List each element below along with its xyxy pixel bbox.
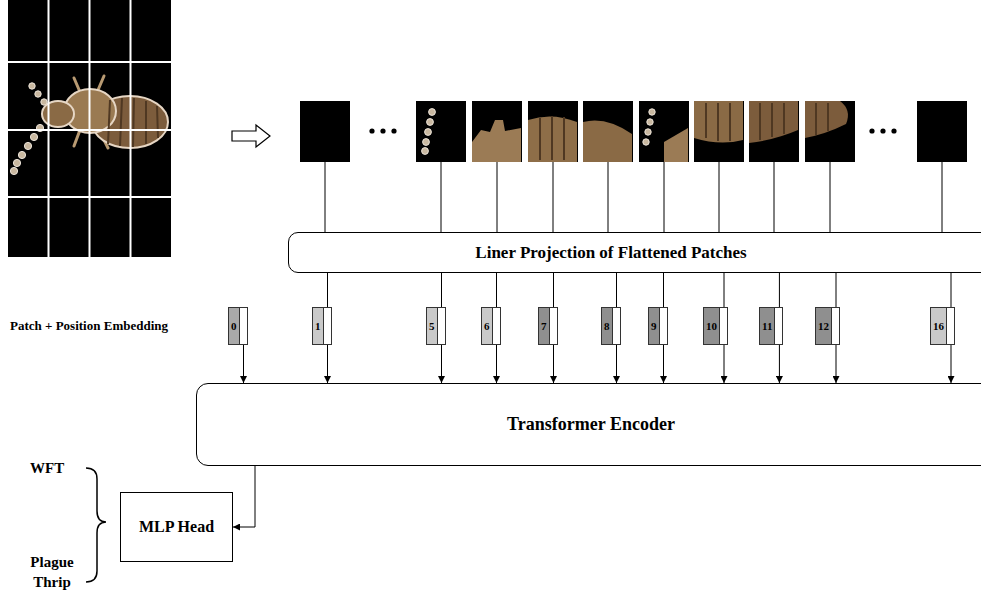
class-label: WFT (30, 459, 64, 479)
connector-line (243, 345, 244, 383)
encoder-box: Transformer Encoder (196, 383, 981, 466)
patch-part (775, 307, 783, 345)
connector-line (616, 345, 617, 383)
position-part: 7 (538, 307, 550, 345)
connector-line (951, 273, 952, 307)
patch-part (613, 307, 621, 345)
connector-line (724, 345, 725, 383)
connector-line (663, 273, 664, 307)
token-number: 6 (484, 320, 490, 332)
embedding-token: 16 (930, 307, 955, 345)
connector-line (836, 345, 837, 383)
patch-part (438, 307, 446, 345)
connector-line (663, 345, 664, 383)
token-number: 16 (933, 320, 944, 332)
connector-line (616, 273, 617, 307)
connector-line (779, 345, 780, 383)
patch-content (422, 101, 848, 162)
connector-line (496, 345, 497, 383)
position-part: 10 (703, 307, 720, 345)
embedding-token: 1 (312, 307, 332, 345)
embedding-label: Patch + Position Embedding (10, 318, 168, 335)
token-number: 0 (231, 320, 237, 332)
connector-line (779, 273, 780, 307)
token-number: 10 (706, 320, 717, 332)
token-number: 1 (315, 320, 321, 332)
projection-box: Liner Projection of Flattened Patches (288, 232, 981, 273)
token-number: 12 (818, 320, 829, 332)
box-text: MLP Head (139, 518, 214, 536)
position-part: 5 (426, 307, 438, 345)
position-part: 1 (312, 307, 324, 345)
embedding-token: 5 (426, 307, 446, 345)
input-image (8, 0, 171, 257)
antenna (10, 83, 47, 175)
connector-line (836, 273, 837, 307)
patch-grid (8, 0, 171, 257)
connector-line (496, 273, 497, 307)
connector-line (951, 345, 952, 383)
box-text: Liner Projection of Flattened Patches (475, 243, 746, 263)
token-number: 8 (604, 320, 610, 332)
connector-line (553, 345, 554, 383)
token-number: 5 (429, 320, 435, 332)
box-text: Transformer Encoder (507, 414, 675, 435)
patch-part (324, 307, 332, 345)
patch-part (240, 307, 248, 345)
patch-part (947, 307, 955, 345)
embedding-token: 10 (703, 307, 728, 345)
token-number: 11 (762, 320, 772, 332)
connector-line (441, 345, 442, 383)
class-label: Plague Thrip (20, 553, 84, 592)
embedding-token: 0 (228, 307, 248, 345)
image-ground (8, 0, 171, 257)
position-part: 9 (648, 307, 660, 345)
connector-line (553, 273, 554, 307)
insect-body (42, 89, 168, 148)
connector-line (327, 273, 328, 307)
patch-part (832, 307, 840, 345)
embedding-token: 7 (538, 307, 558, 345)
patch-part (660, 307, 668, 345)
patch-tiles (300, 101, 967, 162)
embedding-token: 12 (815, 307, 840, 345)
position-part: 6 (481, 307, 493, 345)
position-part: 8 (601, 307, 613, 345)
position-part: 0 (228, 307, 240, 345)
connector-line (724, 273, 725, 307)
position-part: 11 (759, 307, 775, 345)
patch-part (493, 307, 501, 345)
patch-part (720, 307, 728, 345)
position-part: 12 (815, 307, 832, 345)
token-number: 9 (651, 320, 657, 332)
patch-wires (325, 162, 942, 232)
embedding-token: 8 (601, 307, 621, 345)
mlp-head-box: MLP Head (120, 492, 233, 562)
connector-line (441, 273, 442, 307)
embedding-token: 11 (759, 307, 783, 345)
connector-line (327, 345, 328, 383)
embedding-token: 6 (481, 307, 501, 345)
connector-line (233, 466, 255, 527)
patch-sequence (300, 101, 967, 232)
token-number: 7 (541, 320, 547, 332)
position-part: 16 (930, 307, 947, 345)
hollow-arrow (232, 125, 270, 147)
patch-part (550, 307, 558, 345)
embedding-token: 9 (648, 307, 668, 345)
output-brace (86, 468, 106, 582)
body-stripes (108, 98, 158, 147)
